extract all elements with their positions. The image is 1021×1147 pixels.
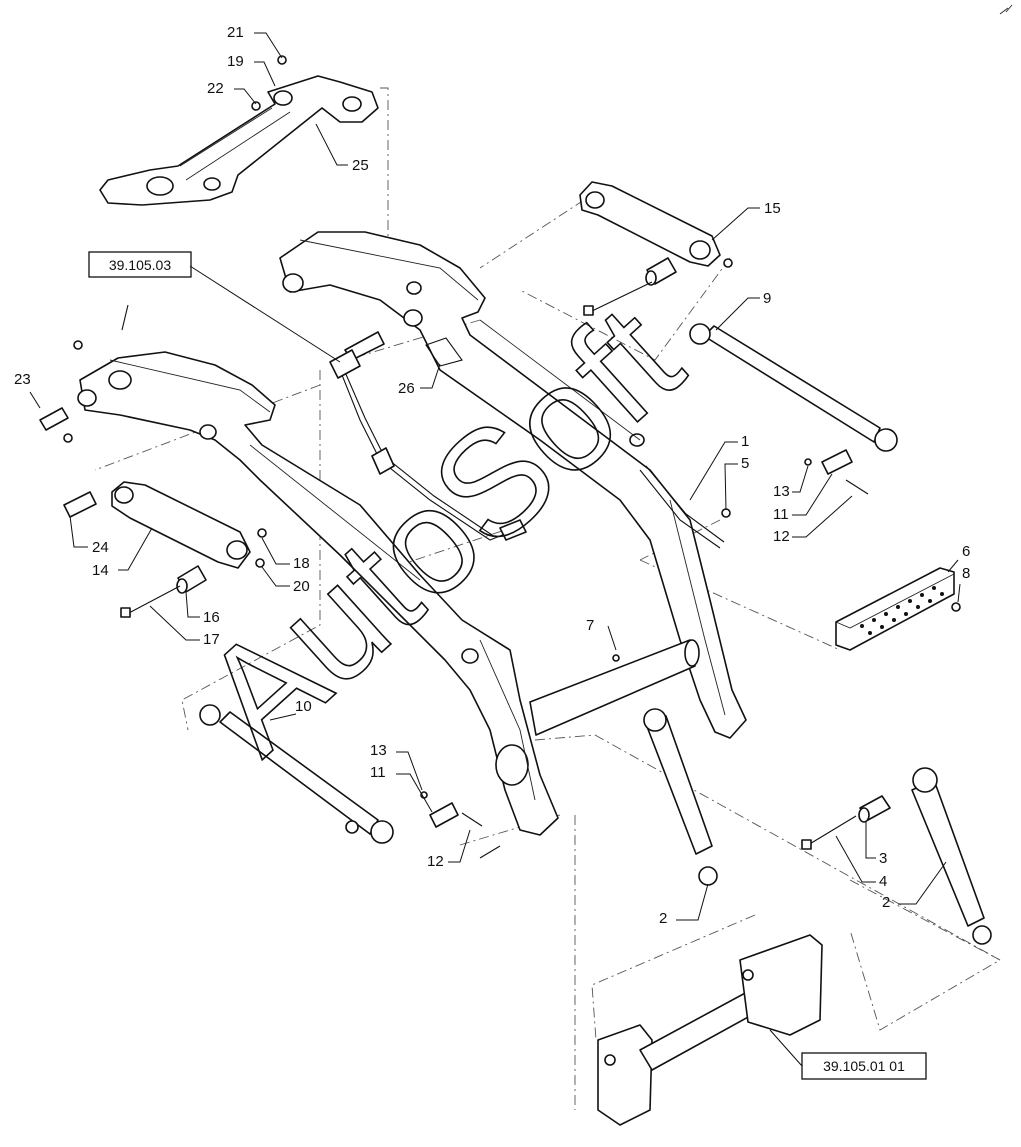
callout-label[interactable]: 15 [764,200,781,217]
upper-cross-beam-part [99,75,379,206]
callout-label[interactable]: 2 [659,910,667,927]
callout-label[interactable]: 1 [741,433,749,450]
callout-label[interactable]: 19 [227,53,244,70]
cylinder-10-part [199,704,394,844]
callout-label[interactable]: 22 [207,80,224,97]
cylinder-2-parts [643,708,992,945]
callout-label[interactable]: 2 [882,894,890,911]
reference-label: 39.105.01 01 [823,1058,905,1074]
callout-label[interactable]: 8 [962,565,970,582]
callout-label[interactable]: 7 [586,617,594,634]
callout-label[interactable]: 10 [295,698,312,715]
callout-label[interactable]: 5 [741,455,749,472]
callout-label[interactable]: 13 [773,483,790,500]
step-holes [860,586,944,635]
callout-label[interactable]: 14 [92,562,109,579]
callout-label[interactable]: 9 [763,290,771,307]
lever-part [639,465,725,549]
callout-label[interactable]: 18 [293,555,310,572]
lower-link-part [111,481,251,569]
reference-label: 39.105.03 [109,257,171,273]
callout-label[interactable]: 3 [879,850,887,867]
callout-label[interactable]: 16 [203,609,220,626]
pin-parts [39,331,853,828]
callout-label[interactable]: 25 [352,157,369,174]
reference-leader [189,265,341,363]
callout-label[interactable]: 6 [962,543,970,560]
callout-label[interactable]: 11 [370,764,386,781]
callout-label[interactable]: 4 [879,873,887,890]
cylinder-9-part [689,323,898,452]
left-lift-arm-part [77,351,559,836]
callout-label[interactable]: 23 [14,371,31,388]
assembly-guide-lines [94,87,1001,1110]
callout-label[interactable]: 24 [92,539,109,556]
corner-mark [999,4,1013,15]
callouts: 21 19 22 25 15 9 23 26 1 5 13 11 12 24 1… [14,24,970,927]
callout-label[interactable]: 20 [293,578,310,595]
callout-label[interactable]: 12 [773,528,790,545]
step-plate-part [835,567,955,651]
callout-label[interactable]: 13 [370,742,387,759]
bolt-parts [63,55,961,859]
callout-label[interactable]: 26 [398,380,415,397]
attachment-frame-part [597,934,823,1126]
clip-part [425,337,463,367]
reference-leader [769,1029,803,1067]
callout-label[interactable]: 12 [427,853,444,870]
callout-label[interactable]: 21 [227,24,244,41]
hydraulic-line-part [329,349,527,541]
reference-box-attachment-frame[interactable]: 39.105.01 01 [801,1052,927,1080]
reference-box-hydraulic-line[interactable]: 39.105.03 [88,251,192,278]
lower-cross-tube-part [529,639,700,736]
callout-label[interactable]: 17 [203,631,220,648]
bushing-parts [176,257,891,823]
callout-label[interactable]: 11 [773,506,789,523]
upper-link-part [579,181,721,267]
